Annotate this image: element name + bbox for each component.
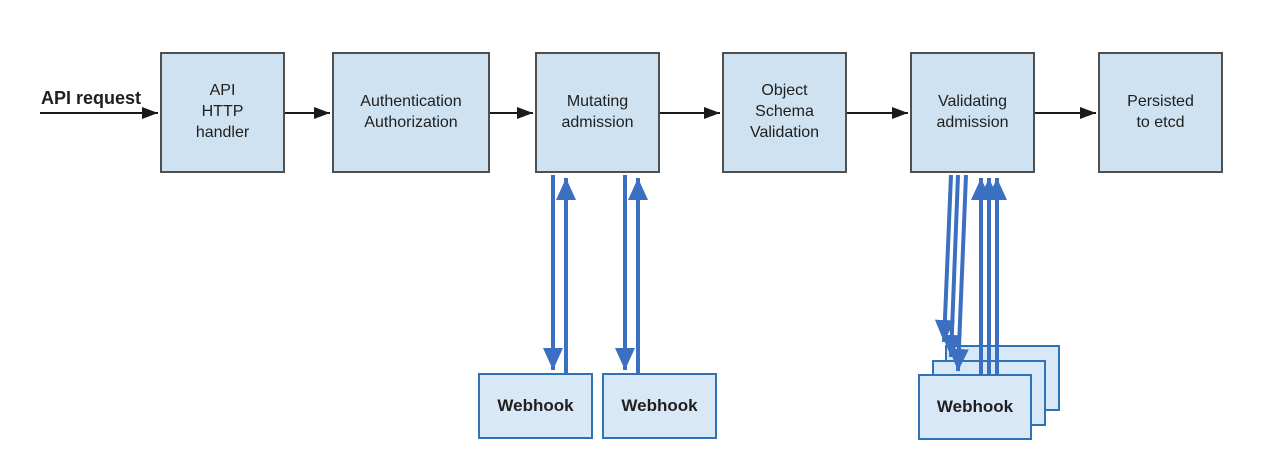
box-mutating-admission: Mutating admission [535, 52, 660, 173]
arrow-validating-to-webhook-middle [941, 174, 962, 358]
box-mutating-webhook-2: Webhook [602, 373, 717, 439]
box-object-schema-validation: Object Schema Validation [722, 52, 847, 173]
arrow-validating-to-webhook-front [948, 174, 969, 372]
box-validating-admission: Validating admission [910, 52, 1035, 173]
box-mutating-webhook-1: Webhook [478, 373, 593, 439]
arrow-validating-to-webhook-back [934, 174, 955, 343]
box-api-http-handler: API HTTP handler [160, 52, 285, 173]
box-validating-webhook-front: Webhook [918, 374, 1032, 440]
box-persisted-to-etcd: Persisted to etcd [1098, 52, 1223, 173]
box-authentication-authorization: Authentication Authorization [332, 52, 490, 173]
api-request-label: API request [41, 88, 142, 108]
